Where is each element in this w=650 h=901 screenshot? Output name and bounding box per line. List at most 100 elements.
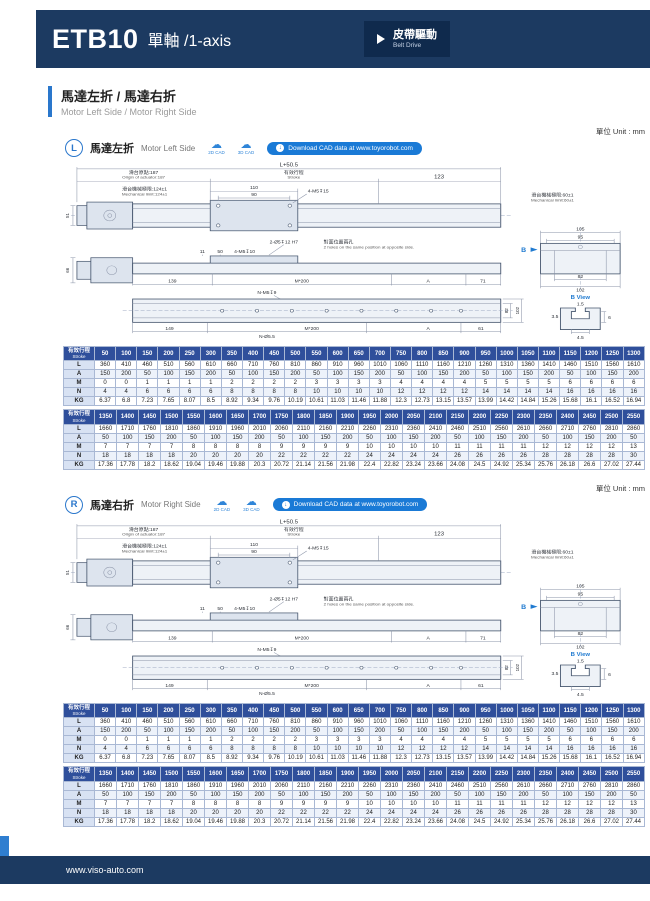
table-cell: 410: [115, 360, 138, 371]
table-cell: 6.37: [93, 753, 117, 764]
table-cell: 1410: [537, 360, 561, 371]
table-cell: 3: [305, 378, 328, 389]
table-cell: 810: [284, 717, 307, 728]
stroke-label-en: Stroke: [287, 175, 301, 180]
table-cell: 100: [495, 369, 518, 380]
footer-url[interactable]: www.viso-auto.com: [66, 865, 144, 875]
table-cell: 12: [453, 744, 476, 755]
table-cell: 17.36: [94, 459, 117, 470]
callout-4-m5-15: 4-M5↧15: [308, 189, 329, 195]
table-cell: 150: [226, 432, 249, 443]
table-cell: 460: [136, 360, 159, 371]
table-cell: 2860: [622, 423, 645, 434]
table-cell: 200: [424, 789, 447, 800]
download-cad-button[interactable]: ↓ Download CAD data at www.toyorobot.com: [272, 498, 428, 512]
cad-2d-button[interactable]: ☁ 2D CAD: [208, 140, 225, 156]
table-cell: 4: [93, 744, 117, 755]
cad-3d-button[interactable]: ☁ 3D CAD: [243, 497, 260, 513]
table-cell: 24.5: [468, 816, 491, 827]
table-cell: 1960: [226, 780, 249, 791]
stroke-value: 2550: [622, 766, 645, 782]
table-cell: 10: [305, 387, 328, 398]
dim-102-side: 102: [515, 307, 521, 315]
model-subtitle-zh: 單軸: [147, 33, 180, 50]
stroke-value: 1200: [580, 345, 603, 362]
table-cell: 0: [115, 735, 138, 746]
dim-95: 95: [578, 592, 584, 598]
table-cell: 11.88: [368, 753, 391, 764]
table-cell: 460: [136, 717, 159, 728]
table-cell: 16: [580, 744, 603, 755]
table-cell: 1360: [516, 717, 539, 728]
download-cad-button[interactable]: ↓ Download CAD data at www.toyorobot.com: [267, 141, 422, 155]
stroke-value: 2050: [402, 766, 425, 782]
table-cell: 8.5: [199, 396, 222, 407]
table-cell: 2260: [358, 780, 381, 791]
cad-3d-button[interactable]: ☁ 3D CAD: [238, 140, 255, 156]
table-cell: 100: [116, 432, 139, 443]
stroke-value: 550: [305, 345, 328, 362]
stroke-value: 450: [263, 345, 286, 362]
table-cell: 19.04: [182, 459, 205, 470]
dim-102-side: 102: [515, 664, 521, 672]
stroke-value: 1700: [248, 409, 271, 425]
table-cell: 0: [93, 735, 117, 746]
stroke-value: 1950: [358, 766, 381, 782]
callout-4-m5-15: 4-M5↧15: [308, 546, 329, 552]
table-cell: 4: [93, 387, 117, 398]
table-cell: 10: [380, 441, 403, 452]
table-cell: 10.61: [305, 396, 328, 407]
table-cell: 2410: [424, 780, 447, 791]
table-cell: 20: [204, 450, 227, 461]
table-cell: 11: [512, 798, 535, 809]
table-cell: 21.14: [292, 816, 315, 827]
table-cell: 200: [512, 432, 535, 443]
dim-m200-bottom: M*200: [305, 683, 320, 689]
section-title-block: 馬達左折 / 馬達右折 Motor Left Side / Motor Righ…: [48, 86, 197, 117]
table-cell: 6: [178, 387, 201, 398]
table-cell: 9: [336, 441, 359, 452]
stroke-value: 2100: [424, 409, 447, 425]
table-cell: 200: [622, 726, 646, 737]
table-cell: 150: [178, 369, 201, 380]
row-label: N: [63, 807, 95, 818]
dim-95: 95: [578, 235, 584, 241]
dim-A: A: [426, 636, 430, 642]
table-cell: 11: [468, 441, 491, 452]
stroke-value: 50: [93, 345, 117, 362]
table-cell: 3: [368, 378, 391, 389]
table-cell: 13: [622, 798, 645, 809]
table-cell: 17.78: [116, 459, 139, 470]
opposite-note-en: 2 holes on the same position at opposite…: [324, 245, 415, 250]
stroke-value: 850: [432, 345, 455, 362]
table-cell: 360: [93, 360, 117, 371]
opposite-note-zh: 對面位置兩孔: [324, 239, 354, 246]
table-cell: 16.1: [580, 396, 603, 407]
table-cell: 1560: [601, 717, 624, 728]
table-cell: 9: [314, 798, 337, 809]
dim-overall-length: L+50.5: [280, 520, 298, 526]
stroke-value: 2450: [578, 766, 601, 782]
b-view-title: B View: [571, 295, 591, 301]
table-cell: 4: [115, 744, 138, 755]
table-cell: 200: [248, 432, 271, 443]
cad-2d-button[interactable]: ☁ 2D CAD: [214, 497, 231, 513]
table-cell: 14: [516, 744, 539, 755]
stroke-value: 1050: [516, 345, 539, 362]
table-cell: 50: [389, 726, 413, 737]
table-cell: 12: [578, 441, 601, 452]
drawing-section: 單位 Unit : mm R 馬達右折 Motor Right Side ☁ 2…: [63, 483, 646, 827]
table-cell: 8: [263, 387, 286, 398]
table-cell: 7: [160, 441, 183, 452]
table-cell: 24: [358, 450, 381, 461]
stroke-value: 1900: [336, 766, 359, 782]
table-cell: 50: [220, 369, 243, 380]
stroke-value: 2450: [578, 409, 601, 425]
stroke-value: 1350: [94, 409, 117, 425]
t-slot-profile: [559, 664, 601, 687]
motor-fold-block: [90, 257, 134, 284]
table-cell: 2510: [468, 780, 491, 791]
table-cell: 7.65: [157, 396, 180, 407]
table-cell: 6: [136, 387, 159, 398]
row-label: L: [63, 780, 95, 791]
